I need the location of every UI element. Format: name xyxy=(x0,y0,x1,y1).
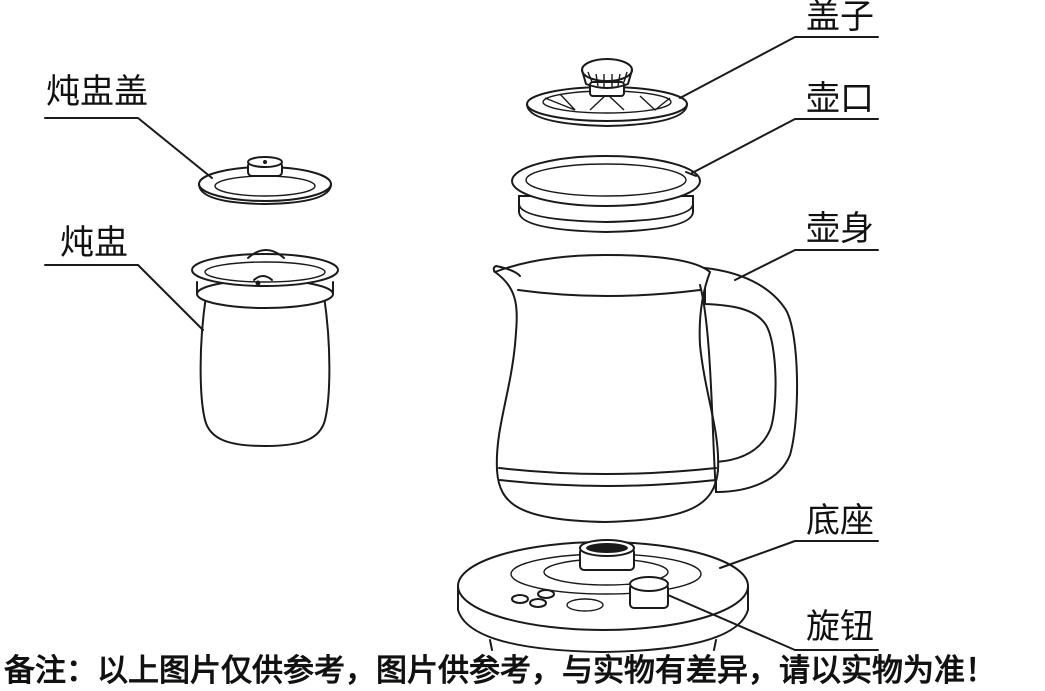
leader-base xyxy=(719,540,879,569)
footer-note: 备注：以上图片仅供参考，图片供参考，与实物有差异，请以实物为准！ xyxy=(4,653,996,689)
spout-illustration xyxy=(511,155,701,234)
leader-kettle-body xyxy=(734,249,879,281)
leader-lid xyxy=(679,36,879,99)
leader-stew-cup xyxy=(44,264,204,331)
stew-cup-lid-illustration xyxy=(198,156,332,205)
kettle-body-illustration xyxy=(492,253,799,524)
leader-stew-cup-lid xyxy=(44,117,213,179)
leader-spout xyxy=(691,118,879,174)
base-illustration xyxy=(457,539,749,654)
stew-cup-lid-label: 炖盅盖 xyxy=(46,72,148,112)
stew-cup-illustration xyxy=(191,249,339,448)
lid-illustration xyxy=(526,58,688,127)
kettle-body-label: 壶身 xyxy=(806,209,874,249)
leader-knob xyxy=(667,594,879,651)
base-label: 底座 xyxy=(806,501,874,541)
spout-label: 壶口 xyxy=(806,79,874,119)
stew-cup-label: 炖盅 xyxy=(60,223,128,263)
lid-label: 盖子 xyxy=(806,0,874,37)
leader-lines xyxy=(44,36,879,651)
knob-label: 旋钮 xyxy=(806,607,874,647)
